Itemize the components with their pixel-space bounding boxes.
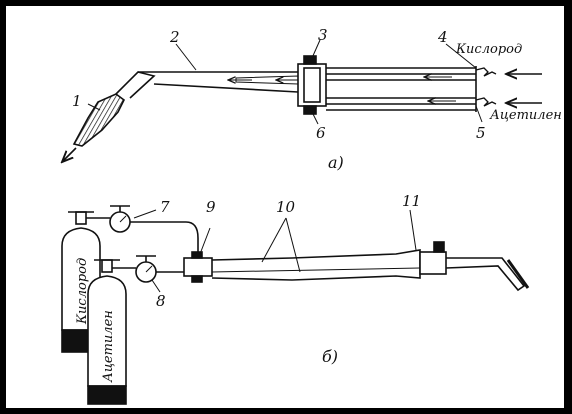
- label-7: 7: [160, 198, 170, 216]
- label-8: 8: [156, 292, 166, 310]
- label-4: 4: [437, 28, 448, 46]
- labels-b: 7 8 9 10 11 Кислород Ацетилен б): [75, 192, 421, 383]
- label-11: 11: [402, 192, 421, 210]
- setup-b: [61, 205, 530, 405]
- torch-body: [297, 63, 327, 107]
- valve-block: [183, 257, 213, 277]
- label-10: 10: [276, 198, 296, 216]
- label-9: 9: [206, 198, 216, 216]
- label-oxygen-a: Кислород: [455, 42, 522, 57]
- torch-handle: [211, 249, 421, 281]
- valve-oxygen: [303, 55, 317, 65]
- nipple-oxygen: [475, 67, 497, 77]
- label-5: 5: [476, 124, 486, 142]
- nipple-acetylene: [475, 97, 497, 107]
- mixing-chamber: [419, 251, 447, 275]
- caption-a: а): [328, 153, 344, 172]
- oxygen-hose: [130, 221, 199, 260]
- label-2: 2: [169, 28, 180, 46]
- acetylene-cylinder: [87, 259, 127, 405]
- tube-lower: [153, 83, 299, 93]
- label-3: 3: [318, 26, 328, 44]
- torch-diagram: 1 2 3 4 5 6 Кислород Ацетилен а): [6, 26, 562, 405]
- label-6: 6: [316, 124, 326, 142]
- caption-b: б): [322, 347, 338, 366]
- valve-acetylene: [303, 105, 317, 115]
- tip-tube: [445, 257, 526, 292]
- figure-sheet: 1 2 3 4 5 6 Кислород Ацетилен а): [6, 6, 564, 408]
- bent-tube: [115, 71, 156, 99]
- label-1: 1: [72, 92, 82, 110]
- torch-a: [62, 39, 542, 162]
- label-acetylene-a: Ацетилен: [489, 108, 562, 123]
- label-acetylene-cylinder: Ацетилен: [101, 310, 116, 383]
- flame-arrow: [62, 147, 77, 162]
- tip-nozzle: [72, 93, 126, 147]
- labels-a: 1 2 3 4 5 6 Кислород Ацетилен а): [72, 26, 562, 172]
- label-oxygen-cylinder: Кислород: [75, 258, 90, 325]
